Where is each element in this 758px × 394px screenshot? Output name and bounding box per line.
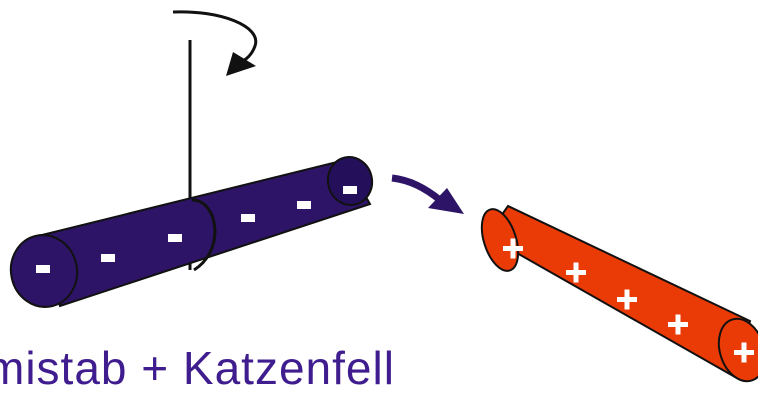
charge-minus-4 (241, 214, 255, 222)
rotation-arrow (172, 10, 258, 66)
charge-plus-1 (503, 238, 523, 259)
charge-plus-3 (617, 289, 637, 310)
charge-minus-2 (101, 254, 115, 262)
motion-arrowhead (428, 188, 464, 214)
charge-minus-6 (343, 186, 357, 194)
charge-minus-1 (36, 265, 50, 273)
purple-rod-charges (36, 186, 357, 273)
orange-rod-charges (503, 238, 754, 363)
charge-plus-4 (668, 314, 688, 335)
charge-plus-5 (734, 342, 754, 363)
charge-minus-3 (168, 234, 182, 242)
rotation-arrowhead (226, 52, 256, 76)
motion-arrow (391, 174, 443, 203)
charge-plus-2 (566, 262, 586, 283)
caption-text: mistab + Katzenfell (0, 342, 395, 394)
orange-rod (480, 204, 758, 383)
charge-minus-5 (297, 201, 311, 209)
